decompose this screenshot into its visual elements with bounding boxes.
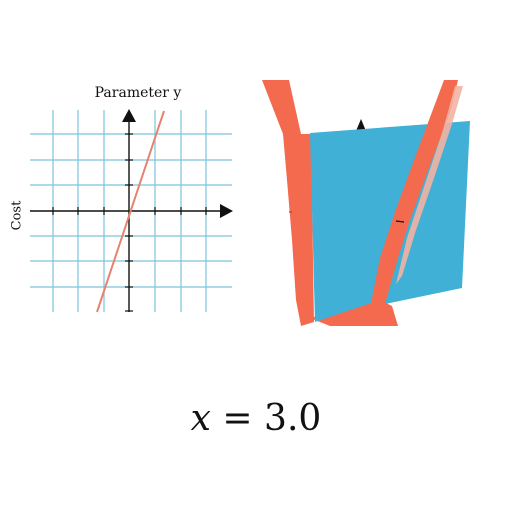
- cost-line: [96, 110, 165, 313]
- axis-ticks: [52, 133, 207, 312]
- ylabel-text: Cost: [9, 200, 25, 230]
- cost-surface: [283, 134, 314, 326]
- y-axis-arrow: [122, 109, 136, 122]
- plot-2d: [30, 109, 233, 313]
- axis-tick: [395, 220, 405, 223]
- plot-2d-title: Parameter y: [94, 85, 182, 101]
- plot-2d-ylabel: Cost: [6, 195, 28, 235]
- plot-3d: [262, 80, 470, 326]
- z-axis-arrow: [356, 119, 366, 131]
- cost-surface: [262, 80, 301, 134]
- cost-surface-bottom: [310, 300, 398, 326]
- cost-band: [371, 80, 458, 304]
- readout-equals: =: [210, 398, 265, 439]
- readout-variable: x: [190, 398, 211, 439]
- x-axis-arrow: [220, 204, 233, 218]
- tangent-plane: [310, 121, 470, 322]
- readout-value: 3.0: [264, 398, 322, 439]
- parameter-readout: x = 3.0: [0, 398, 512, 439]
- cost-band-highlight: [396, 86, 463, 284]
